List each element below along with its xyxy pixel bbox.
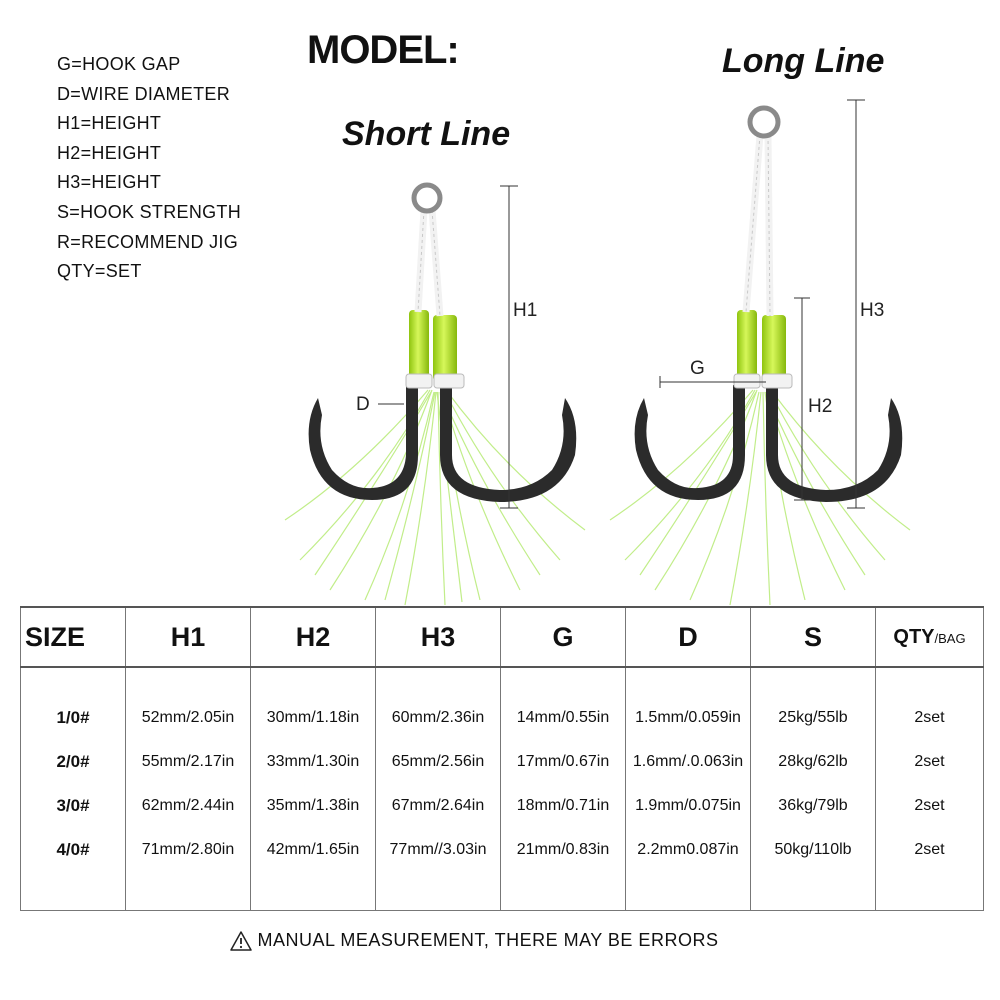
cell-qty: 2set (875, 828, 984, 872)
table-row: 1/0# 52mm/2.05in 30mm/1.18in 60mm/2.36in… (20, 696, 984, 740)
legend-item-g: G=HOOK GAP (57, 54, 181, 74)
cell-h1: 71mm/2.80in (125, 828, 251, 872)
cell-h3: 65mm/2.56in (375, 740, 501, 784)
measurement-note: MANUAL MEASUREMENT, THERE MAY BE ERRORS (0, 930, 948, 956)
long-left-hook (634, 385, 745, 500)
warning-icon (229, 930, 252, 951)
cell-qty: 2set (875, 696, 984, 740)
table-header-row: SIZE H1 H2 H3 G D S QTY/BAG (20, 606, 984, 668)
cell-d: 1.5mm/0.059in (625, 696, 751, 740)
cell-s: 50kg/110lb (750, 828, 876, 872)
cell-h1: 55mm/2.17in (125, 740, 251, 784)
header-h2: H2 (250, 606, 376, 668)
h3-label: H3 (860, 300, 884, 321)
header-s: S (750, 606, 876, 668)
h1-label: H1 (513, 300, 537, 321)
cell-g: 14mm/0.55in (500, 696, 626, 740)
cell-h1: 52mm/2.05in (125, 696, 251, 740)
short-right-hook (440, 385, 577, 502)
g-label: G (690, 358, 705, 379)
cell-size: 3/0# (20, 784, 126, 828)
long-split-ring (747, 105, 781, 139)
cell-h2: 30mm/1.18in (250, 696, 376, 740)
short-flash-fibers (284, 389, 586, 606)
short-cord (414, 209, 444, 317)
table-row: 2/0# 55mm/2.17in 33mm/1.30in 65mm/2.56in… (20, 740, 984, 784)
long-flash-fibers (609, 389, 911, 606)
long-cord (742, 134, 774, 317)
short-split-ring (411, 182, 443, 214)
cell-size: 2/0# (20, 740, 126, 784)
short-line-title: Short Line (342, 115, 511, 153)
cell-h2: 42mm/1.65in (250, 828, 376, 872)
cell-g: 18mm/0.71in (500, 784, 626, 828)
legend-list: G=HOOK GAP D=WIRE DIAMETER H1=HEIGHT H2=… (57, 50, 241, 287)
legend-item-s: S=HOOK STRENGTH (57, 201, 242, 222)
long-dimension-markers (659, 99, 865, 509)
header-qty-label: QTY (893, 625, 935, 648)
h2-label: H2 (808, 396, 832, 417)
long-left-tube (737, 310, 757, 378)
cell-s: 36kg/79lb (750, 784, 876, 828)
table-row: 3/0# 62mm/2.44in 35mm/1.38in 67mm/2.64in… (20, 784, 984, 828)
cell-s: 25kg/55lb (750, 696, 876, 740)
legend-item-h1: H1=HEIGHT (57, 113, 162, 134)
header-d: D (625, 606, 751, 668)
cell-size: 1/0# (20, 696, 126, 740)
short-line-hook-image (284, 182, 586, 606)
cell-qty: 2set (875, 740, 984, 784)
long-right-hook (766, 385, 903, 502)
cell-h2: 35mm/1.38in (250, 784, 376, 828)
short-dimension-markers (378, 185, 518, 509)
short-right-tube (433, 315, 457, 381)
cell-d: 1.9mm/0.075in (625, 784, 751, 828)
header-qty: QTY/BAG (875, 606, 984, 668)
cell-d: 2.2mm0.087in (625, 828, 751, 872)
model-title: MODEL: (307, 28, 460, 72)
legend-item-h2: H2=HEIGHT (57, 142, 162, 163)
table-row: 4/0# 71mm/2.80in 42mm/1.65in 77mm//3.03i… (20, 828, 984, 872)
header-h3: H3 (375, 606, 501, 668)
legend-item-d: D=WIRE DIAMETER (57, 83, 231, 104)
cell-h1: 62mm/2.44in (125, 784, 251, 828)
long-line-hook-image (609, 105, 911, 606)
legend-item-h3: H3=HEIGHT (57, 172, 162, 193)
cell-qty: 2set (875, 784, 984, 828)
short-left-hook (308, 385, 418, 500)
cell-h3: 67mm/2.64in (375, 784, 501, 828)
long-line-title: Long Line (722, 42, 885, 80)
header-h1: H1 (125, 606, 251, 668)
header-g: G (500, 606, 626, 668)
short-left-tube (409, 310, 429, 378)
note-text: MANUAL MEASUREMENT, THERE MAY BE ERRORS (257, 930, 719, 950)
cell-h3: 60mm/2.36in (375, 696, 501, 740)
legend-item-qty: QTY=SET (57, 261, 142, 282)
cell-h3: 77mm//3.03in (375, 828, 501, 872)
long-right-tube (762, 315, 786, 381)
cell-g: 21mm/0.83in (500, 828, 626, 872)
cell-g: 17mm/0.67in (500, 740, 626, 784)
legend-item-r: R=RECOMMEND JIG (57, 231, 239, 252)
d-label: D (356, 394, 370, 415)
hook-illustration: H1 D H3 H2 G (284, 99, 911, 606)
cell-s: 28kg/62lb (750, 740, 876, 784)
header-qty-suffix: /BAG (934, 630, 966, 646)
cell-d: 1.6mm/.0.063in (625, 740, 751, 784)
cell-h2: 33mm/1.30in (250, 740, 376, 784)
spec-table: SIZE H1 H2 H3 G D S QTY/BAG 1/0# 52mm/2.… (20, 606, 984, 911)
cell-size: 4/0# (20, 828, 126, 872)
header-size: SIZE (20, 606, 126, 668)
